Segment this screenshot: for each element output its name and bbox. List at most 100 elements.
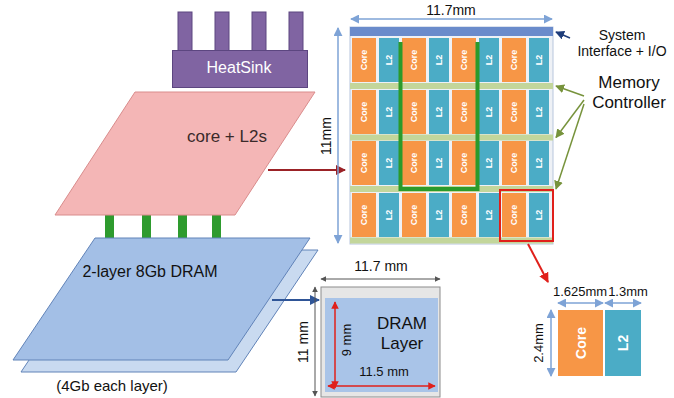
l2-block: L2 <box>479 38 499 82</box>
core-block: Core <box>452 193 476 237</box>
l2-block: L2 <box>379 141 399 185</box>
dram-stack-layer: 2-layer 8Gb DRAM <box>13 238 310 360</box>
core-block: Core <box>502 38 526 82</box>
node-text: L2 <box>384 209 394 220</box>
l2-block: L2 <box>529 193 549 237</box>
core-block: Core <box>352 193 376 237</box>
node-text: L2 <box>534 158 544 169</box>
annotation-label: System Interface + I/O <box>572 27 672 59</box>
l2-detail: L2 <box>605 310 641 376</box>
layer-outline <box>13 238 310 360</box>
layer-outline <box>55 92 315 215</box>
node-text: L2 <box>534 209 544 220</box>
interconnect-route <box>401 42 478 189</box>
node-text: 2-layer 8Gb DRAM <box>82 263 217 281</box>
annotation-label: Memory Controller <box>586 73 672 112</box>
node-text: Core <box>509 204 519 225</box>
node-text: Core <box>359 153 369 174</box>
dimension-line <box>351 18 552 20</box>
tsv-pillar <box>178 214 187 240</box>
memory-controller-bar <box>350 83 553 89</box>
node-text: Core <box>509 50 519 71</box>
node-text: Core <box>359 50 369 71</box>
l2-block: L2 <box>379 193 399 237</box>
node-text: Core <box>359 101 369 122</box>
core-block: Core <box>452 38 476 82</box>
tsv-pillar <box>212 214 221 240</box>
l2-block: L2 <box>429 38 449 82</box>
annotation-label: 11.7 mm <box>354 258 407 274</box>
core-block: Core <box>502 90 526 134</box>
core-block: Core <box>352 141 376 185</box>
node-text: Core <box>509 101 519 122</box>
annotation-label: 1.3mm <box>608 285 648 300</box>
core-block: Core <box>402 193 426 237</box>
dimension-label: 2.4mm <box>532 323 547 363</box>
node-text: L2 <box>434 106 444 117</box>
core-block: Core <box>452 141 476 185</box>
heatsink-fin <box>289 12 303 52</box>
dimension-line <box>328 385 435 387</box>
tsv-pillar <box>105 214 114 240</box>
dimension-line <box>558 302 603 304</box>
node-text: L2 <box>484 55 494 66</box>
l2-block: L2 <box>529 141 549 185</box>
dimension-label: 11mm <box>318 117 334 155</box>
heatsink-fin <box>252 12 266 52</box>
l2-block: L2 <box>429 193 449 237</box>
l2-block: L2 <box>479 141 499 185</box>
node-text: L2 <box>534 55 544 66</box>
core-block: Core <box>402 38 426 82</box>
core-block: Core <box>352 38 376 82</box>
dimension-line <box>605 302 641 304</box>
node-text: L2 <box>384 158 394 169</box>
node-text: L2 <box>534 106 544 117</box>
core-block: Core <box>502 141 526 185</box>
layer-shape <box>13 238 310 360</box>
heatsink-block: HeatSink <box>172 50 308 88</box>
node-text: Core <box>459 204 469 225</box>
core-block: Core <box>402 90 426 134</box>
chip-die <box>350 27 553 244</box>
dimension-label: 11 mm <box>295 321 311 363</box>
core-l2-layer: core + L2s <box>55 92 315 215</box>
annotation-label: 11.5 mm <box>359 365 409 380</box>
annotation-label: (4Gb each layer) <box>56 377 168 394</box>
l2-block: L2 <box>379 90 399 134</box>
l2-block: L2 <box>429 141 449 185</box>
callout-arrow <box>556 104 584 189</box>
node-text: Core <box>409 204 419 225</box>
node-text: Core <box>409 101 419 122</box>
core-block: Core <box>352 90 376 134</box>
node-text: Core <box>509 153 519 174</box>
annotation-label: 1.625mm <box>553 285 607 300</box>
node-text: L2 <box>434 158 444 169</box>
node-text: Core <box>459 50 469 71</box>
dimension-line <box>321 279 440 280</box>
dimension-line <box>315 287 316 396</box>
node-text: Core <box>359 204 369 225</box>
dimension-line <box>334 302 336 388</box>
annotation-label: 11.7mm <box>426 2 476 18</box>
callout-arrow <box>556 86 584 96</box>
node-text: L2 <box>615 335 631 351</box>
node-text: Core <box>459 153 469 174</box>
callout-arrow <box>556 32 570 38</box>
l2-block: L2 <box>429 90 449 134</box>
memory-controller-bar <box>350 135 553 141</box>
dimension-line <box>550 310 552 376</box>
l2-block: L2 <box>479 90 499 134</box>
pointer-arrow <box>272 299 319 301</box>
l2-block: L2 <box>529 38 549 82</box>
core-block: Core <box>402 141 426 185</box>
node-text: Core <box>459 101 469 122</box>
l2-block: L2 <box>479 193 499 237</box>
dram-die <box>321 287 440 397</box>
node-text: L2 <box>384 106 394 117</box>
heatsink-fin <box>178 12 192 52</box>
heatsink-fin <box>215 12 229 52</box>
tsv-pillar <box>142 214 151 240</box>
l2-block: L2 <box>379 38 399 82</box>
node-text: L2 <box>484 158 494 169</box>
layer-shape <box>55 92 315 215</box>
